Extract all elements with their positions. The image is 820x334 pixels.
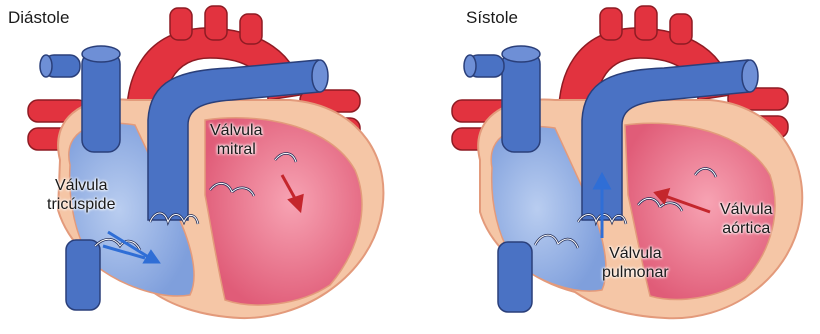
- pulmonary-label-line-1: Válvula: [602, 244, 669, 263]
- aortic-valve-label: Válvula aórtica: [720, 200, 772, 238]
- diastole-heart-illustration: [0, 0, 410, 334]
- systole-heart-illustration: [410, 0, 820, 334]
- systole-title: Sístole: [466, 8, 518, 28]
- tricuspid-label-line-2: tricúspide: [47, 195, 115, 214]
- aortic-label-line-2: aórtica: [720, 219, 772, 238]
- diastole-title: Diástole: [8, 8, 69, 28]
- aortic-label-line-1: Válvula: [720, 200, 772, 219]
- systole-panel: Sístole Válvula aórtica Válvula pulmonar: [410, 0, 820, 334]
- mitral-label-line-2: mitral: [210, 140, 262, 159]
- diastole-panel: Diástole Válvula mitral Válvula tricúspi…: [0, 0, 410, 334]
- pulmonary-valve-label: Válvula pulmonar: [602, 244, 669, 282]
- mitral-valve-label: Válvula mitral: [210, 121, 262, 159]
- pulmonary-label-line-2: pulmonar: [602, 263, 669, 282]
- tricuspid-label-line-1: Válvula: [47, 176, 115, 195]
- tricuspid-valve-label: Válvula tricúspide: [47, 176, 115, 214]
- mitral-label-line-1: Válvula: [210, 121, 262, 140]
